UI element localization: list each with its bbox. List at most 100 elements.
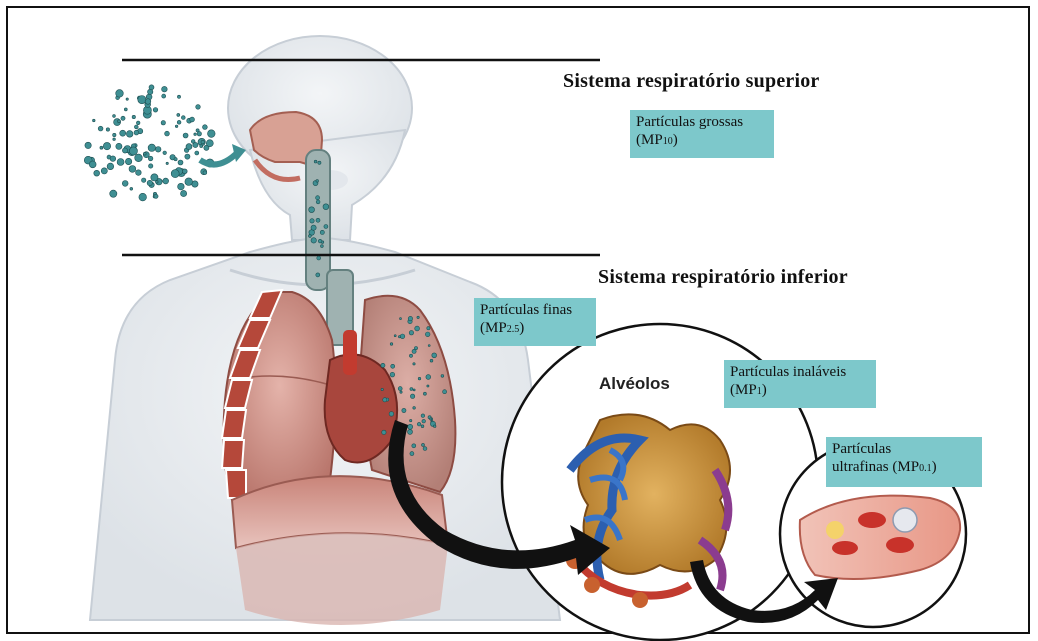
particle-dot bbox=[107, 163, 114, 170]
particle-dot bbox=[400, 334, 405, 339]
particle-dot bbox=[398, 336, 400, 338]
particle-dot bbox=[185, 178, 193, 186]
particle-dot bbox=[427, 327, 430, 330]
particle-dot bbox=[136, 121, 140, 125]
particle-dot bbox=[408, 424, 413, 429]
particle-dot bbox=[426, 375, 431, 380]
particle-dot bbox=[181, 190, 187, 196]
coarse-particles-line1: Partículas grossas bbox=[636, 113, 768, 131]
particle-dot bbox=[121, 116, 125, 120]
particle-dot bbox=[430, 418, 432, 420]
lower-system-heading: Sistema respiratório inferior bbox=[598, 266, 848, 289]
particle-dot bbox=[427, 385, 429, 387]
particle-dot bbox=[433, 425, 436, 428]
particle-dot bbox=[177, 95, 180, 98]
particle-dot bbox=[122, 181, 128, 187]
particle-dot bbox=[428, 345, 430, 347]
particle-dot bbox=[174, 158, 177, 161]
inhalable-particles-label: Partículas inaláveis (MP1) bbox=[724, 360, 876, 408]
particle-dot bbox=[186, 144, 192, 150]
particle-dot bbox=[323, 204, 329, 210]
particle-dot bbox=[317, 256, 321, 260]
ultrafine-particles-line1: Partículas bbox=[832, 440, 976, 458]
particle-dot bbox=[125, 158, 131, 164]
particle-dot bbox=[410, 388, 413, 391]
particle-dot bbox=[185, 154, 190, 159]
particle-dot bbox=[101, 168, 107, 174]
particle-dot bbox=[417, 422, 421, 426]
inhalable-particles-size: (MP1) bbox=[730, 381, 870, 401]
particle-dot bbox=[309, 207, 315, 213]
particle-dot bbox=[134, 125, 138, 129]
particle-dot bbox=[196, 129, 199, 132]
particle-dot bbox=[171, 170, 179, 178]
particle-dot bbox=[190, 117, 195, 122]
particle-dot bbox=[320, 230, 324, 234]
particle-dot bbox=[408, 316, 412, 320]
particle-dot bbox=[417, 316, 419, 318]
particle-dot bbox=[441, 375, 444, 378]
particle-dot bbox=[161, 121, 165, 125]
particle-dot bbox=[425, 332, 430, 337]
particle-dot bbox=[135, 154, 143, 162]
particle-dot bbox=[155, 147, 161, 153]
particle-dot bbox=[422, 419, 426, 423]
particle-dot bbox=[130, 187, 133, 190]
particle-dot bbox=[122, 148, 127, 153]
particle-dot bbox=[116, 90, 124, 98]
particle-dot bbox=[89, 161, 96, 168]
particle-dot bbox=[129, 166, 136, 173]
particle-dot bbox=[316, 218, 320, 222]
particle-dot bbox=[126, 98, 128, 100]
particle-dot bbox=[177, 113, 180, 116]
particle-dot bbox=[203, 171, 207, 175]
particle-dot bbox=[316, 180, 319, 183]
particle-dot bbox=[201, 140, 204, 143]
particle-dot bbox=[194, 133, 197, 136]
particle-dot bbox=[421, 425, 424, 428]
particle-dot bbox=[120, 130, 126, 136]
particle-dot bbox=[149, 85, 154, 90]
particle-dot bbox=[430, 359, 433, 362]
particle-dot bbox=[321, 245, 324, 248]
particle-dot bbox=[151, 174, 158, 181]
particle-dot bbox=[139, 193, 147, 201]
particle-dot bbox=[154, 194, 158, 198]
particle-dot bbox=[138, 96, 146, 104]
particle-dot bbox=[311, 238, 316, 243]
particle-dot bbox=[124, 108, 127, 111]
particle-dot bbox=[418, 377, 421, 380]
particle-dot bbox=[443, 390, 447, 394]
particle-dot bbox=[118, 120, 121, 123]
particle-dot bbox=[153, 108, 158, 113]
particle-dot bbox=[193, 142, 198, 147]
particle-dot bbox=[311, 225, 316, 230]
particle-dot bbox=[148, 156, 153, 161]
particle-dot bbox=[136, 170, 142, 176]
particle-dot bbox=[410, 394, 414, 398]
particle-dot bbox=[149, 164, 153, 168]
particle-dot bbox=[421, 414, 425, 418]
particle-dot bbox=[410, 419, 412, 421]
particle-dot bbox=[316, 200, 320, 204]
particle-dot bbox=[195, 151, 199, 155]
particle-dot bbox=[412, 444, 416, 448]
particle-dot bbox=[394, 335, 396, 337]
particle-dot bbox=[94, 170, 100, 176]
particle-dot bbox=[390, 343, 393, 346]
particle-dot bbox=[163, 178, 169, 184]
particle-dot bbox=[398, 387, 402, 391]
particle-dot bbox=[381, 388, 383, 390]
particle-dot bbox=[381, 363, 385, 367]
particle-dot bbox=[165, 131, 170, 136]
particle-dot bbox=[113, 133, 116, 136]
diaphragm bbox=[232, 476, 448, 625]
particle-dot bbox=[316, 273, 320, 277]
particle-dot bbox=[310, 219, 314, 223]
particle-dot bbox=[126, 131, 133, 138]
particle-dot bbox=[134, 130, 139, 135]
particle-dot bbox=[196, 105, 201, 110]
particle-dot bbox=[113, 115, 116, 118]
coarse-particles-label: Partículas grossas (MP10) bbox=[630, 110, 774, 158]
particle-dot bbox=[166, 162, 168, 164]
